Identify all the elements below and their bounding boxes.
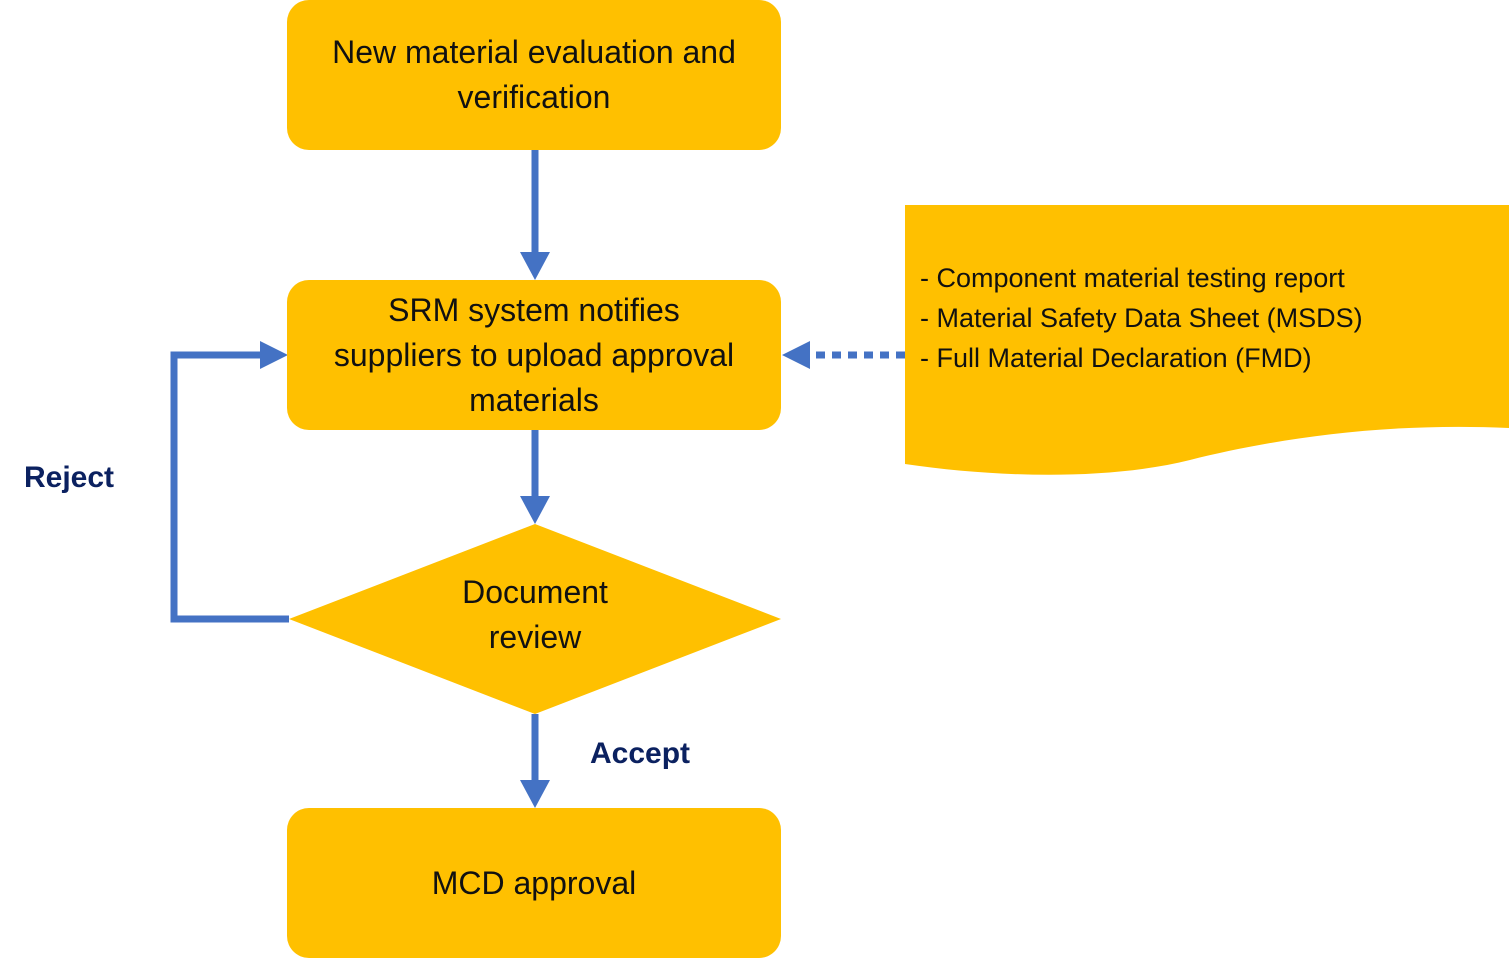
arrow-review-to-mcd [520,714,550,808]
document-shape [905,205,1509,475]
node-text-line: suppliers to upload approval [333,336,735,373]
node-text-line: Document [462,574,608,610]
node-text-line: verification [457,79,611,115]
document-item: - Material Safety Data Sheet (MSDS) [920,303,1363,333]
decision-diamond [289,524,781,714]
node-text-line: SRM system notifies [388,291,680,328]
node-new-material-evaluation: New material evaluation and verification [287,0,781,150]
arrow-start-to-srm [520,150,550,280]
node-document-review: Document review [420,570,650,660]
document-requirements-list: - Component material testing report - Ma… [920,258,1500,378]
arrow-reject-loop [170,341,289,623]
reject-label: Reject [24,461,115,494]
accept-label: Accept [590,737,691,770]
node-text-line: review [488,619,582,655]
arrow-srm-to-review [520,430,550,524]
document-item: - Full Material Declaration (FMD) [920,343,1312,373]
node-srm-notify-suppliers: SRM system notifies suppliers to upload … [287,280,781,430]
node-mcd-approval: MCD approval [287,808,781,958]
node-text-line: MCD approval [431,864,637,901]
arrow-documents-to-srm [782,341,905,369]
node-text-line: New material evaluation and [332,34,736,70]
node-text-line: materials [469,381,599,418]
document-item: - Component material testing report [920,263,1345,293]
